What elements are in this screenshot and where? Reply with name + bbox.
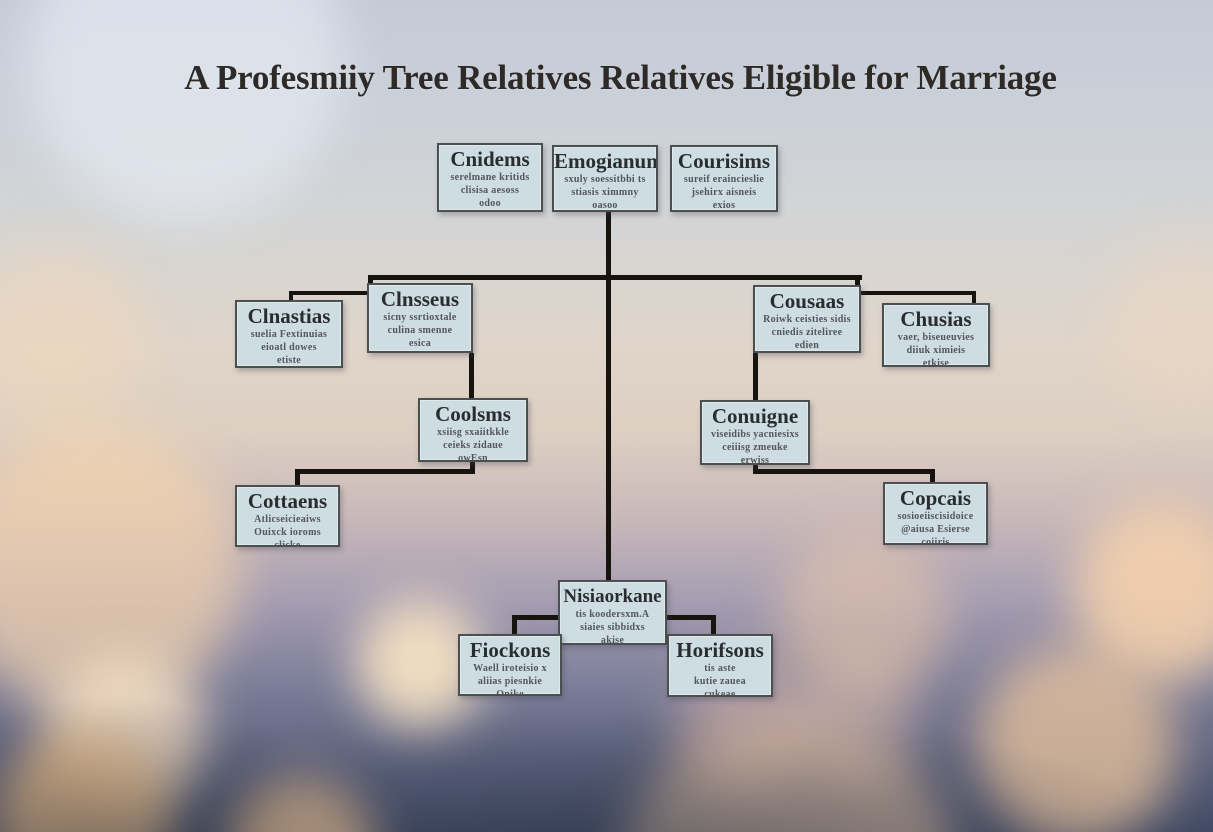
node-subtext: ceiiisg zmeuke xyxy=(722,442,788,453)
node-title: Clnastias xyxy=(247,304,331,328)
connector-line xyxy=(289,291,369,295)
connector-line xyxy=(469,353,474,400)
node-title: Cnidems xyxy=(450,147,530,171)
node-title: Nisiaorkane xyxy=(563,586,662,607)
node-subtext: Roiwk ceisties sidis xyxy=(763,314,851,325)
connector-line xyxy=(972,291,976,305)
node-subtext: tis koodersxm.A xyxy=(575,609,650,620)
node-subtext: viseidibs yacniesixs xyxy=(711,429,799,440)
connector-line xyxy=(368,275,373,288)
connector-line xyxy=(295,469,300,487)
node-title: Emogianum xyxy=(554,149,658,173)
node-subtext: coiiris xyxy=(921,537,950,545)
node-conuigne: Conuigne viseidibs yacniesixs ceiiisg zm… xyxy=(700,400,810,465)
node-cnidems: Cnidems serelmane kritids clisisa aesoss… xyxy=(437,143,543,212)
node-subtext: sxuly soessitbbi ts xyxy=(564,174,646,185)
node-subtext: eioatl dowes xyxy=(261,342,317,353)
node-title: Conuigne xyxy=(711,404,799,428)
node-subtext: jsehirx aisneis xyxy=(691,187,757,198)
node-chusias: Chusias vaer, biseueuvies diiuk ximieis … xyxy=(882,303,990,367)
node-cousaas: Cousaas Roiwk ceisties sidis cniedis zit… xyxy=(753,285,861,353)
node-subtext: sicny ssrtioxtale xyxy=(383,312,457,323)
connector-line xyxy=(665,615,716,620)
node-subtext: stiasis ximmny xyxy=(571,187,639,198)
node-title: Courisims xyxy=(677,149,771,173)
node-subtext: kutie zauea xyxy=(694,676,746,687)
node-subtext: Atlicseicieaiws xyxy=(254,514,321,525)
node-subtext: ceieks zidaue xyxy=(443,440,503,451)
connector-line xyxy=(930,469,935,484)
node-subtext: odoo xyxy=(479,198,501,209)
node-title: Clnsseus xyxy=(380,287,460,311)
node-subtext: tis aste xyxy=(704,663,736,674)
node-subtext: edien xyxy=(794,340,820,351)
node-subtext: aliias piesnkie xyxy=(477,676,543,687)
node-courisims: Courisims sureif eraincieslie jsehirx ai… xyxy=(670,145,778,212)
connector-line xyxy=(711,615,716,636)
node-subtext: Onike xyxy=(496,689,524,696)
connector-line xyxy=(859,291,976,295)
node-subtext: @aiusa Esierse xyxy=(901,524,970,535)
node-subtext: akise xyxy=(600,635,625,645)
connector-line xyxy=(753,469,935,474)
connector-line xyxy=(606,212,611,580)
node-copcais: Copcais sosioeiiscisidoice @aiusa Esiers… xyxy=(883,482,988,545)
node-subtext: sureif eraincieslie xyxy=(683,174,765,185)
node-title: Horifsons xyxy=(676,638,764,662)
node-subtext: etkise xyxy=(922,358,950,367)
node-title: Copcais xyxy=(899,486,972,510)
node-subtext: etiste xyxy=(276,355,301,366)
node-subtext: Waell iroteisio x xyxy=(473,663,547,674)
node-subtext: erwiss xyxy=(740,455,770,465)
node-nisiaorkane: Nisiaorkane tis koodersxm.A siaies sibbi… xyxy=(558,580,667,645)
node-title: Cottaens xyxy=(247,489,328,513)
connector-line xyxy=(368,275,862,280)
node-subtext: owEsn xyxy=(458,453,488,462)
node-subtext: xsiisg sxaiitkkle xyxy=(436,427,510,438)
connector-line xyxy=(512,615,560,620)
node-coolsms: Coolsms xsiisg sxaiitkkle ceieks zidaue … xyxy=(418,398,528,462)
node-subtext: culina smenne xyxy=(387,325,453,336)
node-subtext: esica xyxy=(408,338,432,349)
node-subtext: clisisa aesoss xyxy=(460,185,520,196)
node-subtext: clicke xyxy=(274,540,301,547)
node-title: Fiockons xyxy=(469,638,551,662)
node-title: Cousaas xyxy=(769,289,845,313)
node-subtext: cukeae xyxy=(704,689,736,697)
connector-line xyxy=(753,353,758,402)
node-title: Coolsms xyxy=(435,402,511,426)
connector-line xyxy=(470,460,475,474)
node-emogianum: Emogianum sxuly soessitbbi ts stiasis xi… xyxy=(552,145,658,212)
connector-line xyxy=(295,469,475,474)
node-horifsons: Horifsons tis aste kutie zauea cukeae xyxy=(667,634,773,697)
node-title: Chusias xyxy=(900,307,972,331)
connector-line xyxy=(289,291,293,303)
node-clnsseus: Clnsseus sicny ssrtioxtale culina smenne… xyxy=(367,283,473,353)
connector-line xyxy=(512,615,517,636)
node-fiockons: Fiockons Waell iroteisio x aliias piesnk… xyxy=(458,634,562,696)
node-clnastias: Clnastias suelia Fextinuias eioatl dowes… xyxy=(235,300,343,368)
node-cottaens: Cottaens Atlicseicieaiws Ouixck ioroms c… xyxy=(235,485,340,547)
node-subtext: cniedis ziteliree xyxy=(771,327,843,338)
node-subtext: serelmane kritids xyxy=(450,172,530,183)
node-subtext: sosioeiiscisidoice xyxy=(897,511,974,522)
node-subtext: diiuk ximieis xyxy=(906,345,966,356)
connector-line xyxy=(855,275,860,288)
node-subtext: vaer, biseueuvies xyxy=(897,332,975,343)
node-subtext: exios xyxy=(712,200,736,211)
node-subtext: siaies sibbidxs xyxy=(580,622,645,633)
node-subtext: oasoo xyxy=(592,200,618,211)
node-subtext: Ouixck ioroms xyxy=(254,527,321,538)
page-title: A Profesmiiy Tree Relatives Relatives El… xyxy=(184,58,1057,97)
node-subtext: suelia Fextinuias xyxy=(250,329,328,340)
